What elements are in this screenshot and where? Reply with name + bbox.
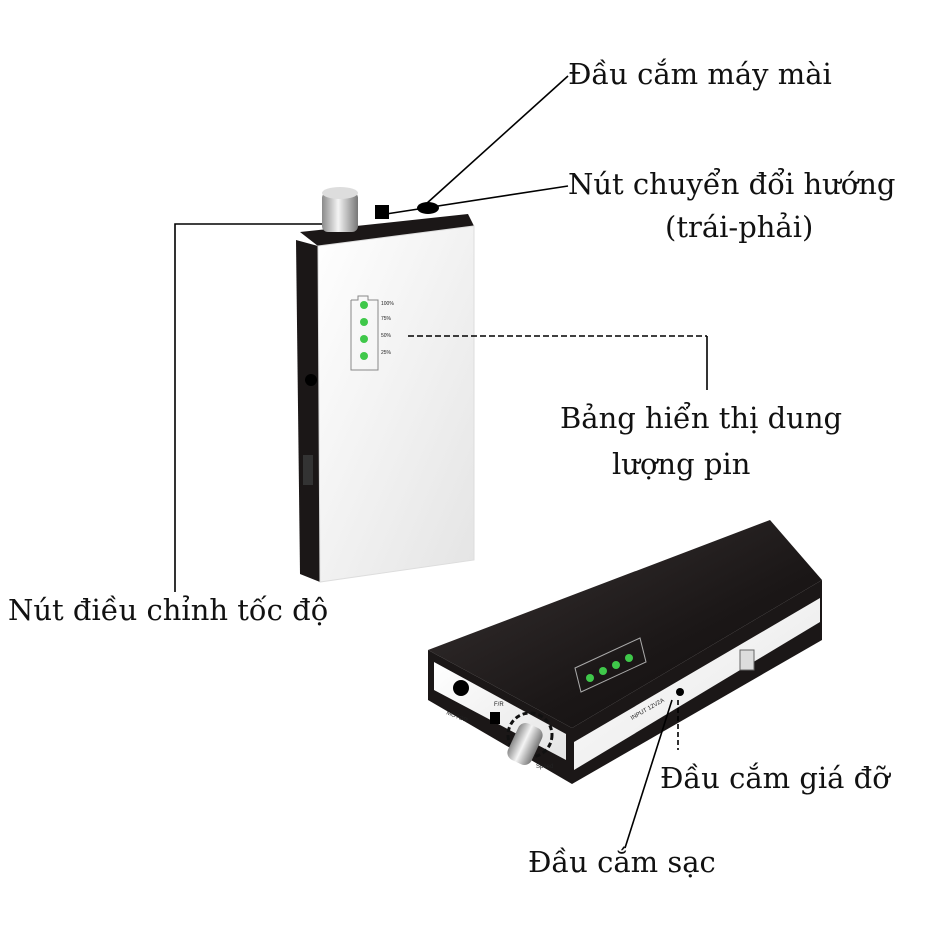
label-battery-display: Bảng hiển thị dung [560, 401, 843, 435]
battery-level-label: 25% [381, 350, 392, 356]
controller-lying: MOTOR F/R Speed INPUT 12V2A [428, 520, 822, 784]
charging-port[interactable] [676, 688, 684, 696]
label-direction-switch: Nút chuyển đổi hướng [568, 167, 896, 201]
battery-level-label: 75% [381, 316, 392, 322]
battery-led [360, 301, 368, 309]
speed-knob[interactable] [322, 192, 358, 232]
side-strip [296, 240, 320, 582]
leader-grinder-port [425, 75, 569, 205]
leader-lines [174, 75, 708, 849]
label-holder-port: Đầu cắm giá đỡ [660, 761, 890, 795]
label-direction-switch-sub: (trái-phải) [665, 210, 814, 244]
battery-level-label: 100% [381, 301, 394, 307]
battery-led [360, 352, 368, 360]
label-charging-port: Đầu cắm sạc [528, 845, 716, 879]
speed-knob-2[interactable] [505, 720, 545, 767]
battery-level-label: 50% [381, 333, 392, 339]
battery-led [360, 335, 368, 343]
label-speed-knob: Nút điều chỉnh tốc độ [8, 593, 329, 627]
leader-direction-switch [385, 185, 569, 215]
battery-led [360, 318, 368, 326]
leader-speed-knob [174, 223, 322, 592]
holder-port-side [305, 374, 317, 386]
label-battery-display-sub: lượng pin [612, 447, 751, 481]
label-grinder-port: Đầu cắm máy mài [568, 57, 832, 91]
leader-charging-port [624, 699, 673, 849]
speed-label: Speed [536, 764, 553, 770]
battery-indicator-upright: 100% 75% 50% 25% [350, 295, 394, 371]
fr-switch[interactable] [490, 712, 500, 724]
battery-indicator-lying [574, 637, 647, 693]
motor-port[interactable] [453, 680, 469, 696]
direction-switch[interactable] [375, 205, 389, 219]
controller-upright: 100% 75% 50% 25% [296, 187, 475, 583]
fr-label: F/R [494, 702, 504, 708]
